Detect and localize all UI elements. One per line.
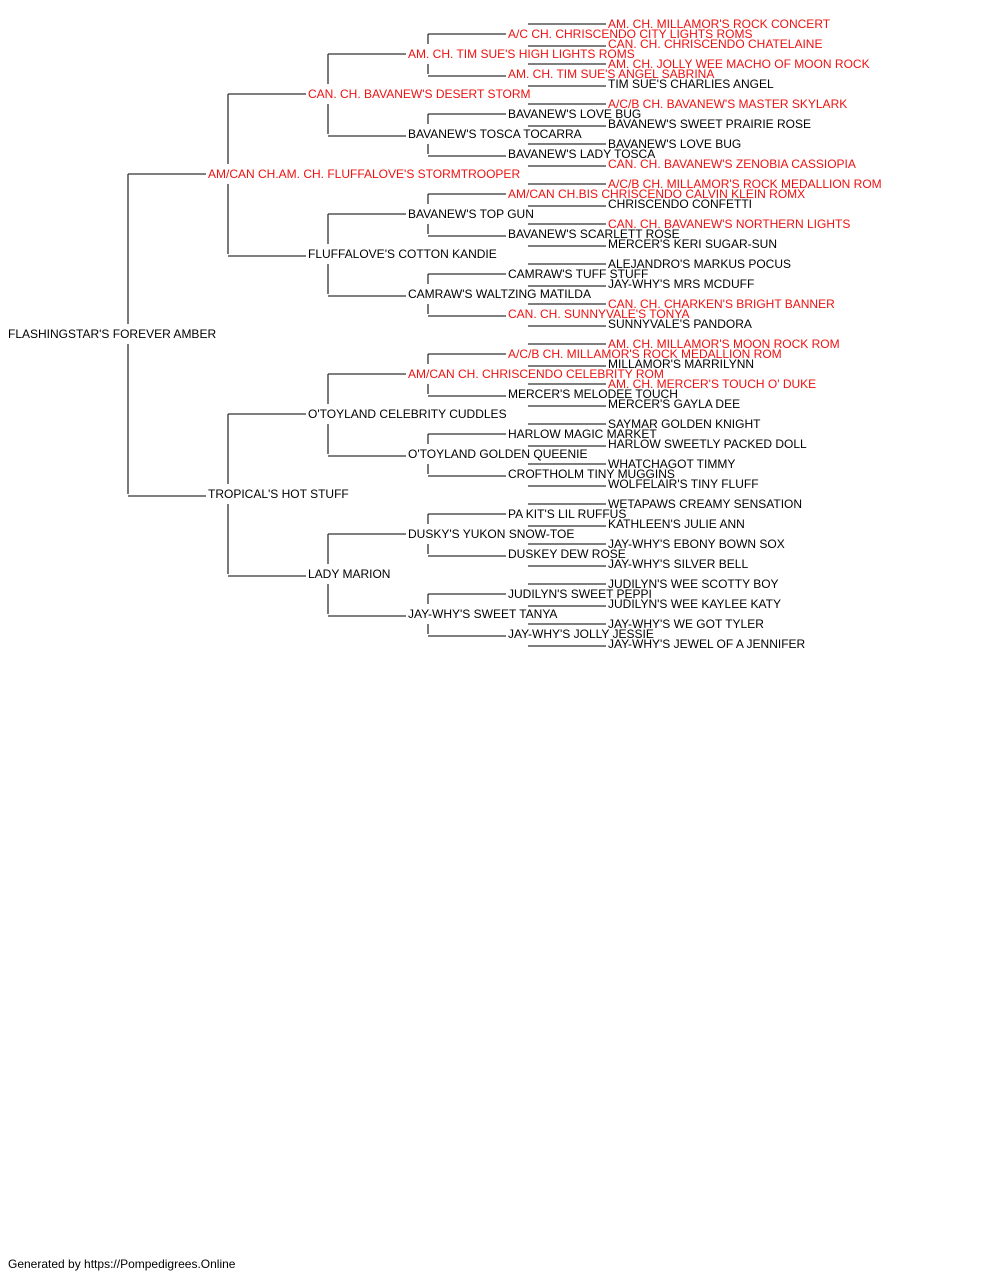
sire-name: JAY-WHY'S EBONY BOWN SOX <box>608 537 785 551</box>
dam-name: O'TOYLAND GOLDEN QUEENIE <box>408 447 587 461</box>
dam-name: TIM SUE'S CHARLIES ANGEL <box>608 77 774 91</box>
dam-name: CAMRAW'S WALTZING MATILDA <box>408 287 591 301</box>
sire-name: WHATCHAGOT TIMMY <box>608 457 735 471</box>
sire-name: CAN. CH. BAVANEW'S DESERT STORM <box>308 87 531 101</box>
sire-name: AM. CH. MILLAMOR'S ROCK CONCERT <box>608 17 831 31</box>
dam-name: JAY-WHY'S JEWEL OF A JENNIFER <box>608 637 806 651</box>
dam-name: MILLAMOR'S MARRILYNN <box>608 357 754 371</box>
sire-name: SAYMAR GOLDEN KNIGHT <box>608 417 761 431</box>
sire-name: AM/CAN CH. CHRISCENDO CELEBRITY ROM <box>408 367 664 381</box>
dam-name: DUSKEY DEW ROSE <box>508 547 626 561</box>
dam-name: MERCER'S MELODEE TOUCH <box>508 387 678 401</box>
subject-name: FLASHINGSTAR'S FOREVER AMBER <box>8 327 216 341</box>
sire-name: JUDILYN'S WEE SCOTTY BOY <box>608 577 779 591</box>
sire-name: A/C CH. CHRISCENDO CITY LIGHTS ROMS <box>508 27 752 41</box>
dam-name: JAY-WHY'S JOLLY JESSIE <box>508 627 654 641</box>
sire-name: JUDILYN'S SWEET PEPPI <box>508 587 652 601</box>
dam-name: HARLOW SWEETLY PACKED DOLL <box>608 437 807 451</box>
footer-credit: Generated by https://Pompedigrees.Online <box>8 1257 236 1271</box>
dam-name: TROPICAL'S HOT STUFF <box>208 487 349 501</box>
sire-name: CAMRAW'S TUFF STUFF <box>508 267 648 281</box>
dam-name: MERCER'S GAYLA DEE <box>608 397 740 411</box>
dam-name: JUDILYN'S WEE KAYLEE KATY <box>608 597 781 611</box>
dam-name: SUNNYVALE'S PANDORA <box>608 317 752 331</box>
sire-name: DUSKY'S YUKON SNOW-TOE <box>408 527 574 541</box>
sire-name: O'TOYLAND CELEBRITY CUDDLES <box>308 407 507 421</box>
dam-name: KATHLEEN'S JULIE ANN <box>608 517 745 531</box>
sire-name: WETAPAWS CREAMY SENSATION <box>608 497 802 511</box>
sire-name: CAN. CH. CHARKEN'S BRIGHT BANNER <box>608 297 835 311</box>
sire-name: BAVANEW'S LOVE BUG <box>508 107 641 121</box>
dam-name: BAVANEW'S LADY TOSCA <box>508 147 655 161</box>
sire-name: JAY-WHY'S WE GOT TYLER <box>608 617 764 631</box>
dam-name: WOLFELAIR'S TINY FLUFF <box>608 477 759 491</box>
dam-name: CAN. CH. CHRISCENDO CHATELAINE <box>608 37 822 51</box>
dam-name: MERCER'S KERI SUGAR-SUN <box>608 237 777 251</box>
sire-name: AM. CH. MERCER'S TOUCH O' DUKE <box>608 377 816 391</box>
dam-name: JAY-WHY'S MRS MCDUFF <box>608 277 754 291</box>
sire-name: A/C/B CH. MILLAMOR'S ROCK MEDALLION ROM <box>608 177 882 191</box>
sire-name: AM. CH. JOLLY WEE MACHO OF MOON ROCK <box>608 57 870 71</box>
sire-name: AM/CAN CH.BIS CHRISCENDO CALVIN KLEIN RO… <box>508 187 805 201</box>
sire-name: BAVANEW'S TOP GUN <box>408 207 534 221</box>
sire-name: PA KIT'S LIL RUFFUS <box>508 507 626 521</box>
sire-name: CAN. CH. BAVANEW'S NORTHERN LIGHTS <box>608 217 850 231</box>
sire-name: A/C/B CH. MILLAMOR'S ROCK MEDALLION ROM <box>508 347 782 361</box>
sire-name: A/C/B CH. BAVANEW'S MASTER SKYLARK <box>608 97 847 111</box>
dam-name: AM. CH. TIM SUE'S ANGEL SABRINA <box>508 67 714 81</box>
dam-name: BAVANEW'S SWEET PRAIRIE ROSE <box>608 117 811 131</box>
dam-name: BAVANEW'S SCARLETT ROSE <box>508 227 680 241</box>
dam-name: CROFTHOLM TINY MUGGINS <box>508 467 675 481</box>
dam-name: CHRISCENDO CONFETTI <box>608 197 752 211</box>
dam-name: CAN. CH. SUNNYVALE'S TONYA <box>508 307 689 321</box>
sire-name: HARLOW MAGIC MARKET <box>508 427 657 441</box>
dam-name: CAN. CH. BAVANEW'S ZENOBIA CASSIOPIA <box>608 157 856 171</box>
dam-name: FLUFFALOVE'S COTTON KANDIE <box>308 247 497 261</box>
dam-name: LADY MARION <box>308 567 390 581</box>
sire-name: AM. CH. MILLAMOR'S MOON ROCK ROM <box>608 337 840 351</box>
sire-name: ALEJANDRO'S MARKUS POCUS <box>608 257 791 271</box>
dam-name: BAVANEW'S TOSCA TOCARRA <box>408 127 582 141</box>
sire-name: BAVANEW'S LOVE BUG <box>608 137 741 151</box>
dam-name: JAY-WHY'S SWEET TANYA <box>408 607 557 621</box>
sire-name: AM/CAN CH.AM. CH. FLUFFALOVE'S STORMTROO… <box>208 167 520 181</box>
dam-name: JAY-WHY'S SILVER BELL <box>608 557 748 571</box>
sire-name: AM. CH. TIM SUE'S HIGH LIGHTS ROMS <box>408 47 635 61</box>
